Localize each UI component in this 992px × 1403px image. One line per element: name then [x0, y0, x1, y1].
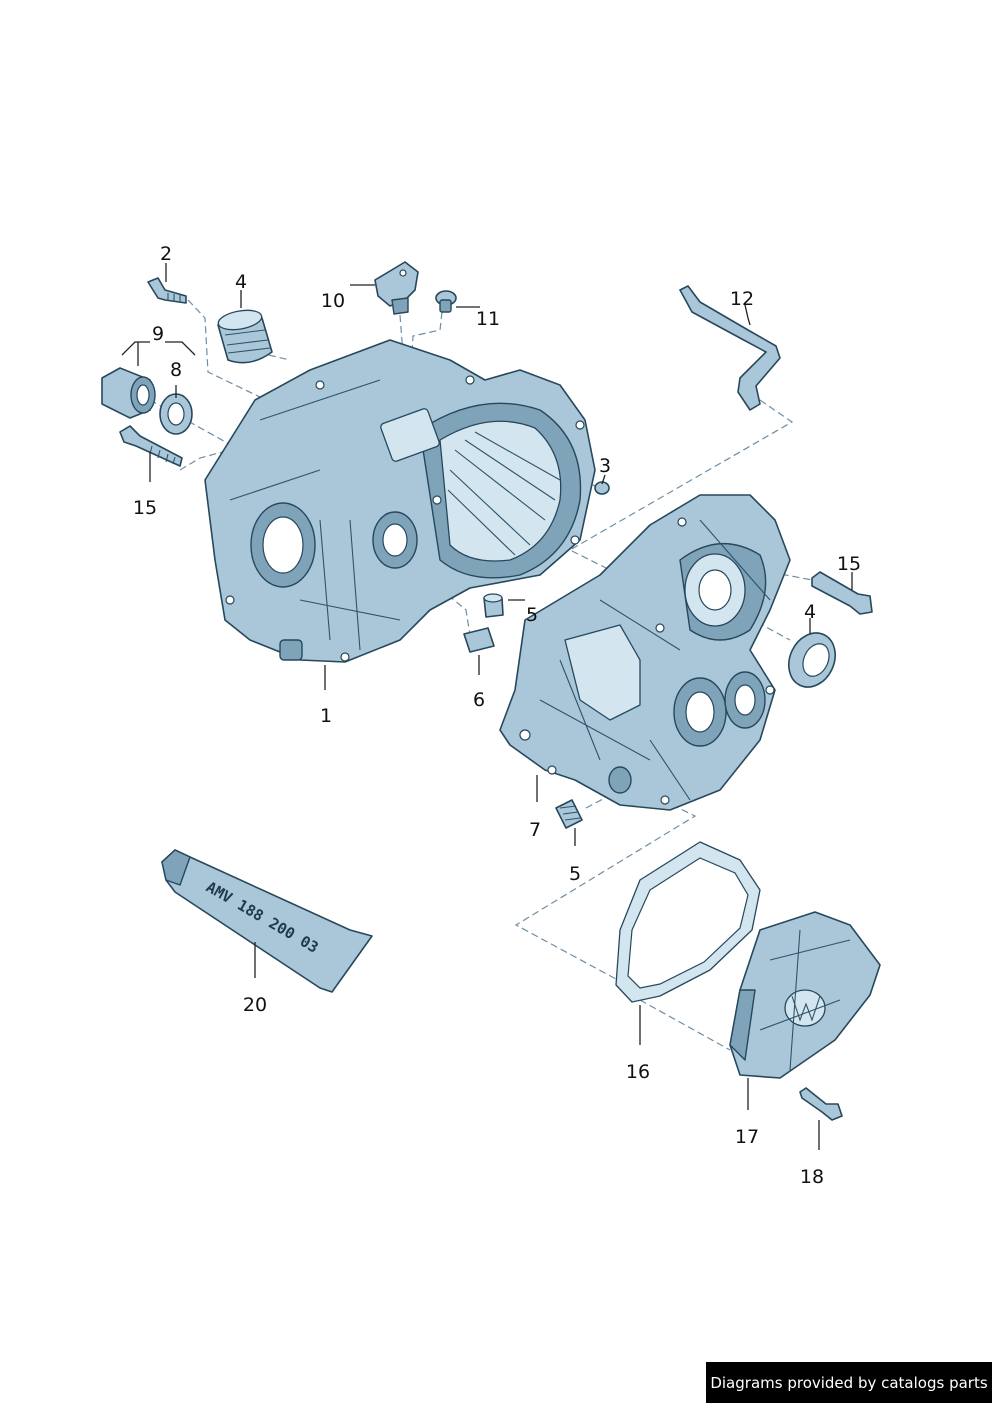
- callout-2: 2: [160, 243, 172, 265]
- credit-text: Diagrams provided by catalogs parts: [710, 1373, 988, 1392]
- screw-part-11: [435, 290, 457, 313]
- callout-15-left: 15: [133, 497, 157, 519]
- callout-17: 17: [735, 1126, 759, 1148]
- callout-6: 6: [473, 689, 485, 711]
- seal-ring-part-8: [159, 393, 193, 435]
- callout-leaders: [121, 263, 853, 1150]
- callout-3: 3: [599, 455, 611, 477]
- bolt-part-18: [799, 1087, 843, 1121]
- callout-1: 1: [320, 705, 332, 727]
- callout-9: 9: [152, 323, 164, 345]
- cover-part-17: [729, 911, 881, 1079]
- bearing-sleeve-part: [217, 309, 273, 364]
- callout-5-lower: 5: [569, 863, 581, 885]
- block-part-6: [463, 627, 495, 653]
- callout-12: 12: [730, 288, 754, 310]
- seal-ring-part-4: [788, 632, 836, 688]
- callout-10: 10: [321, 290, 345, 312]
- callout-8: 8: [170, 359, 182, 381]
- callout-labels: 1 2 3 4 4 5 5 6 7 8 9 10 11 12 15 15 16 …: [133, 243, 861, 1188]
- long-bolt-part-15: [119, 425, 183, 467]
- callout-20: 20: [243, 994, 267, 1016]
- bushing-part-9: [101, 367, 156, 419]
- transmission-housing-part: [499, 494, 791, 811]
- plug-part-5a: [483, 593, 504, 618]
- callout-7: 7: [529, 819, 541, 841]
- callout-15-right: 15: [837, 553, 861, 575]
- gearbox-housing-part: [204, 339, 596, 663]
- callout-11: 11: [476, 308, 500, 330]
- callout-4-left: 4: [235, 271, 247, 293]
- plug-part-5b: [555, 799, 583, 829]
- bracket-part-12: [679, 285, 781, 411]
- gasket-part-16: [615, 841, 761, 1003]
- callout-5-upper: 5: [526, 604, 538, 626]
- sealant-tube-part-20: AMV 188 200 03: [161, 849, 373, 993]
- callout-4-right: 4: [804, 601, 816, 623]
- long-bolt-part-15-right: [811, 571, 873, 615]
- credit-banner: Diagrams provided by catalogs parts: [706, 1362, 992, 1403]
- bolt-part-2: [147, 277, 187, 304]
- callout-16: 16: [626, 1061, 650, 1083]
- plug-part-10: [374, 261, 419, 315]
- callout-18: 18: [800, 1166, 824, 1188]
